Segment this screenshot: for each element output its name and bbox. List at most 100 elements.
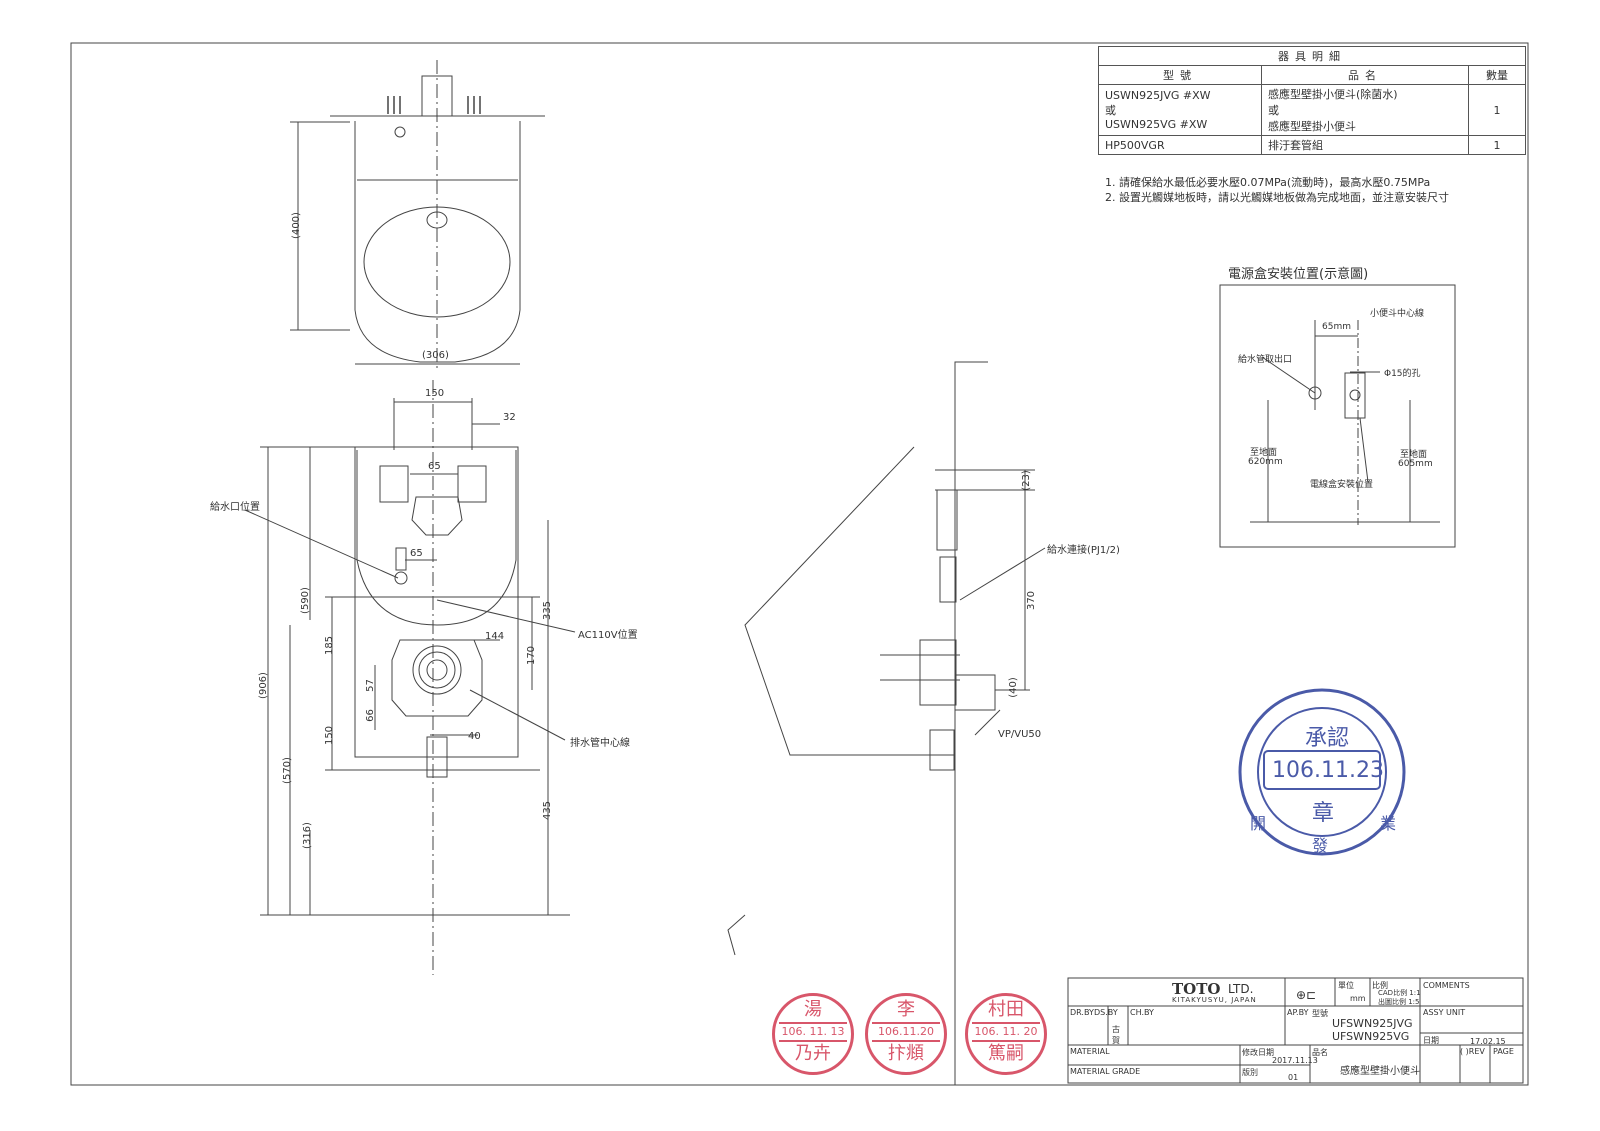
dim-435: 435 — [542, 800, 554, 821]
dim-32: 32 — [503, 412, 516, 423]
bom-model: HP500VGR — [1098, 135, 1262, 155]
pipe-label: VP/VU50 — [998, 729, 1042, 740]
dim-400: (400) — [290, 212, 302, 239]
water-inlet-label: 給水口位置 — [210, 502, 260, 513]
ch-by-label: CH.BY — [1130, 1008, 1154, 1017]
front-view — [244, 380, 576, 975]
supply-outlet-label: 給水管取出口 — [1238, 355, 1293, 365]
dim-590: (590) — [299, 587, 311, 614]
edition-label: 版別 — [1242, 1068, 1258, 1077]
bom-col-name: 品名 — [1261, 65, 1469, 85]
title-block-lines — [1067, 977, 1524, 1084]
dim-144: 144 — [485, 631, 505, 642]
power-box-diagram — [1219, 284, 1456, 548]
urinal-center-label: 小便斗中心線 — [1370, 309, 1425, 319]
bom-model: USWN925VG #XW — [1105, 118, 1208, 131]
dim-906: (906) — [257, 672, 269, 699]
stamp-blue-date: 106.11.23 — [1272, 758, 1384, 783]
dim-370: 370 — [1026, 590, 1038, 611]
to-floor-a-label: 至地面 — [1250, 448, 1278, 458]
stamp-date: 106. 11. 20 — [972, 1022, 1040, 1042]
ap-by-label: AP.BY — [1287, 1008, 1309, 1017]
model-label: 型號 — [1312, 1009, 1328, 1018]
bom-name: 排汙套管組 — [1261, 135, 1469, 155]
side-view — [727, 361, 1046, 1085]
stamp-date: 106.11.20 — [872, 1022, 940, 1042]
note-2: 2. 設置光觸媒地板時，請以光觸媒地板做為完成地面，並注意安裝尺寸 — [1105, 191, 1449, 204]
stamp-blue-lower: 發 — [1312, 836, 1329, 855]
comments-label: COMMENTS — [1423, 981, 1470, 990]
to-floor-a-value: 620mm — [1248, 457, 1283, 467]
dim-150-low: 150 — [324, 725, 336, 746]
dim-316: (316) — [301, 822, 313, 849]
to-floor-b-label: 至地面 — [1400, 450, 1428, 460]
stamp-bottom: 乃卉 — [795, 1043, 831, 1064]
stamp-blue-top: 承認 — [1305, 726, 1350, 751]
dim-570: (570) — [281, 757, 293, 784]
dim-306: (306) — [422, 350, 449, 361]
to-floor-b-value: 605mm — [1398, 459, 1433, 469]
dim-65mm: 65mm — [1322, 322, 1351, 332]
ds-by-label: DS.BY — [1094, 1008, 1118, 1017]
stamp-blue-bottom: 章 — [1312, 801, 1335, 826]
dim-335: 335 — [542, 600, 554, 621]
power-box-title: 電源盒安裝位置(示意圖) — [1228, 267, 1369, 282]
approval-stamp-blue — [1238, 688, 1406, 856]
scale-print: 出圖比例 1:5 — [1378, 998, 1420, 1006]
assy-unit-label: ASSY UNIT — [1423, 1008, 1466, 1017]
dim-57: 57 — [364, 679, 376, 692]
note-1: 1. 請確保給水最低必要水壓0.07MPa(流動時)，最高水壓0.75MPa — [1105, 176, 1431, 189]
table-row: HP500VGR 排汙套管組 1 — [1098, 135, 1526, 155]
name-label: 品名 — [1312, 1048, 1328, 1057]
page-label: PAGE — [1493, 1047, 1514, 1056]
ac110v-label: AC110V位置 — [578, 630, 638, 641]
dim-66: 66 — [364, 709, 376, 722]
stamp-bottom: 抃頫 — [888, 1043, 924, 1064]
signature-stamp: 李 106.11.20 抃頫 — [865, 993, 947, 1075]
unit-label: 單位 — [1338, 981, 1354, 990]
drain-center-label: 排水管中心線 — [570, 738, 630, 749]
dim-65-a: 65 — [428, 461, 441, 472]
bom-name: 感應型壁掛小便斗 — [1268, 120, 1356, 133]
material-grade-label: MATERIAL GRADE — [1070, 1067, 1141, 1076]
stamp-date: 106. 11. 13 — [779, 1022, 847, 1042]
revise-date-value: 2017.11.13 — [1272, 1056, 1318, 1065]
bom-col-qty: 數量 — [1468, 65, 1526, 85]
stamp-top: 李 — [897, 999, 915, 1020]
revise-date-label: 修改日期 — [1242, 1048, 1274, 1057]
scale-cad: CAD比例 1:1 — [1378, 989, 1421, 997]
sheet-border — [70, 42, 1529, 1086]
top-view — [290, 60, 545, 370]
stamp-bottom: 篤嗣 — [988, 1043, 1024, 1064]
dim-150-top: 150 — [425, 388, 445, 399]
edition-value: 01 — [1288, 1073, 1299, 1082]
signature-stamp: 湯 106. 11. 13 乃卉 — [772, 993, 854, 1075]
dim-170: 170 — [526, 645, 538, 666]
bom-name: 感應型壁掛小便斗(除菌水) — [1268, 88, 1398, 101]
bom-header: 器具明細 — [1098, 46, 1526, 66]
unit-value: mm — [1350, 994, 1366, 1003]
model-a: UFSWN925JVG — [1332, 1017, 1413, 1030]
dim-40: 40 — [468, 731, 481, 742]
company-suffix: LTD. — [1228, 982, 1254, 996]
date-value: 17.02.15 — [1470, 1037, 1506, 1046]
bom-name-or: 或 — [1268, 104, 1279, 117]
signature-stamp: 村田 106. 11. 20 篤嗣 — [965, 993, 1047, 1075]
supply-connection-label: 給水連接(PJ1/2) — [1047, 545, 1120, 556]
stamp-blue-right: 業 — [1380, 814, 1397, 833]
bom-table: 器具明細 型號 品名 數量 USWN925JVG #XW 或 USWN925VG… — [1098, 46, 1526, 155]
projection-symbol-icon: ⊕⊏ — [1296, 988, 1317, 1002]
dr-by-label: DR.BY — [1070, 1008, 1094, 1017]
bom-col-model: 型號 — [1098, 65, 1262, 85]
scale-label: 比例 — [1372, 981, 1388, 990]
drawer-name: 古賀 — [1112, 1025, 1120, 1045]
company-logo: TOTO — [1172, 980, 1221, 998]
company-city: KITAKYUSYU, JAPAN — [1172, 996, 1257, 1004]
stamp-top: 湯 — [804, 999, 822, 1020]
date-label: 日期 — [1423, 1036, 1439, 1045]
bom-qty: 1 — [1468, 135, 1526, 155]
model-b: UFSWN925VG — [1332, 1030, 1410, 1043]
table-row: USWN925JVG #XW 或 USWN925VG #XW 感應型壁掛小便斗(… — [1098, 84, 1526, 136]
dim-185: 185 — [324, 635, 336, 656]
